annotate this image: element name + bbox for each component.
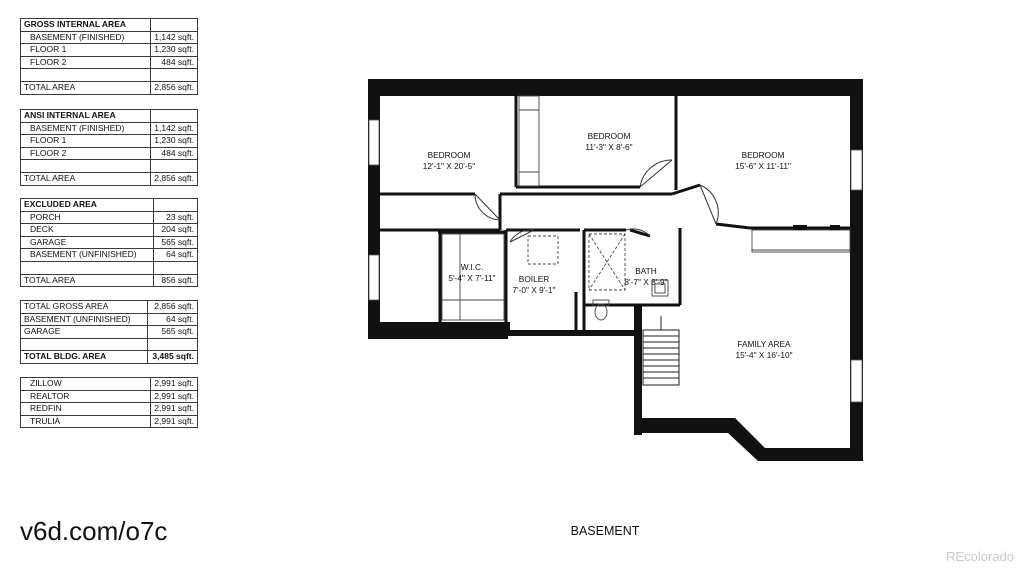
area-label: TRULIA	[19, 414, 152, 429]
area-table-row: ANSI INTERNAL AREA	[19, 109, 198, 123]
closets-and-fixtures	[441, 95, 851, 321]
area-table-row	[20, 337, 198, 352]
watermark-logo-text: REcolorado	[946, 549, 1014, 564]
area-value: 565 sqft.	[153, 235, 198, 250]
room-family-area-size: 15'-4" X 16'-10"	[735, 350, 792, 360]
room-bedroom-2-size: 11'-3" X 8'-6"	[585, 142, 632, 152]
area-value: 3,485 sqft.	[147, 350, 198, 364]
room-family-area-name: FAMILY AREA	[737, 339, 791, 349]
area-table-row: BASEMENT (UNFINISHED)64 sqft.	[20, 248, 198, 262]
area-value: 2,856 sqft.	[150, 80, 198, 95]
area-value: 2,991 sqft.	[150, 414, 198, 429]
room-boiler-name: BOILER	[519, 274, 549, 284]
area-value: 23 sqft.	[153, 210, 198, 225]
interior-wall-ticks	[793, 225, 840, 230]
room-labels: BEDROOM 12'-1" X 20'-5" BEDROOM 11'-3" X…	[423, 131, 793, 360]
interior-walls	[380, 96, 850, 330]
room-bedroom-3-name: BEDROOM	[742, 150, 785, 160]
short-url-link[interactable]: v6d.com/o7c	[20, 516, 168, 546]
area-label: TOTAL AREA	[19, 171, 152, 186]
floor-name-label: BASEMENT	[570, 524, 640, 538]
room-boiler-size: 7'-0" X 9'-1"	[512, 285, 555, 295]
room-bedroom-3-size: 15'-6" X 11'-11"	[735, 161, 791, 171]
room-bedroom-1-name: BEDROOM	[428, 150, 471, 160]
area-table-row: EXCLUDED AREA	[20, 198, 198, 212]
area-value: 2,856 sqft.	[150, 171, 198, 186]
area-table-row: BASEMENT (FINISHED)1,142 sqft.	[19, 30, 198, 45]
staircase	[642, 316, 680, 386]
room-wic-size: 5'-4" X 7'-11"	[448, 273, 495, 283]
room-wic-name: W.I.C.	[461, 262, 484, 272]
room-bedroom-1-size: 12'-1" X 20'-5"	[423, 161, 475, 171]
area-value: 856 sqft.	[153, 273, 198, 288]
area-table-row: BASEMENT (UNFINISHED)64 sqft.	[20, 312, 198, 327]
room-bath-size: 8'-7" X 8'-9"	[624, 277, 667, 287]
door-swings	[474, 159, 719, 243]
area-label: TOTAL BLDG. AREA	[20, 350, 148, 364]
exterior-windows	[368, 119, 863, 403]
room-bedroom-2-name: BEDROOM	[588, 131, 631, 141]
area-label: TOTAL AREA	[19, 80, 152, 95]
room-bath-name: BATH	[635, 266, 657, 276]
